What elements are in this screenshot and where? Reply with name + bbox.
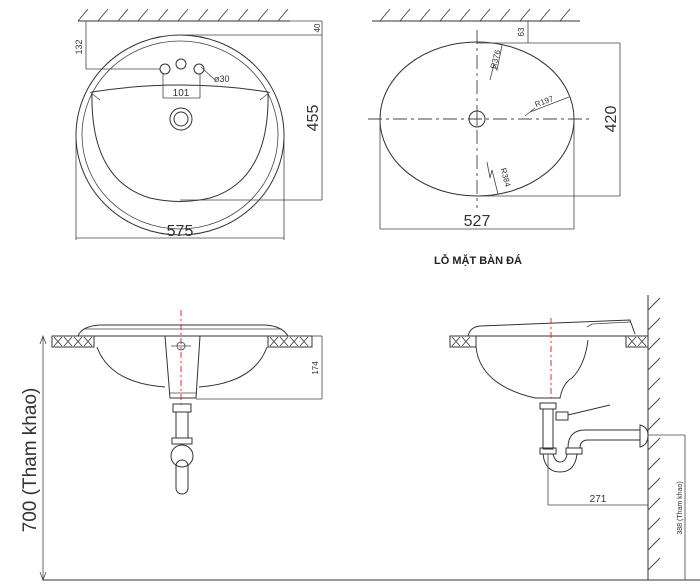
dim-cutout-wall-offset: 63 <box>517 27 526 36</box>
front-elevation-view: 174 700 (Tham khao) <box>20 310 700 582</box>
dim-radius-top: R376 <box>489 48 503 69</box>
dim-drain-height: 388 (Tham khao) <box>677 481 684 534</box>
dim-bowl-depth: 174 <box>311 361 320 375</box>
cutout-caption: LỖ MẶT BÀN ĐÁ <box>434 254 522 267</box>
dim-faucet-spacing: 101 <box>173 88 190 99</box>
dim-floor-height: 700 (Tham khao) <box>20 388 41 533</box>
dim-cutout-depth: 420 <box>603 106 620 133</box>
dim-cutout-width: 527 <box>464 213 491 230</box>
dim-hole-diameter: ø30 <box>214 74 230 84</box>
dim-radius-bottom: R384 <box>499 167 513 188</box>
dim-depth: 455 <box>305 105 322 132</box>
dim-width: 575 <box>167 223 194 240</box>
side-elevation-view: 271 388 (Tham khao) <box>449 295 686 580</box>
dim-wall-offset: 40 <box>313 23 322 32</box>
countertop-cutout-view: 63 420 R376 R197 R384 527 LỖ MẶT BÀN ĐÁ <box>368 8 621 267</box>
basin-top-view: 132 101 ø30 40 455 575 <box>74 8 323 240</box>
dim-trap-to-wall: 271 <box>590 494 607 505</box>
dim-faucet-offset: 132 <box>74 39 84 54</box>
